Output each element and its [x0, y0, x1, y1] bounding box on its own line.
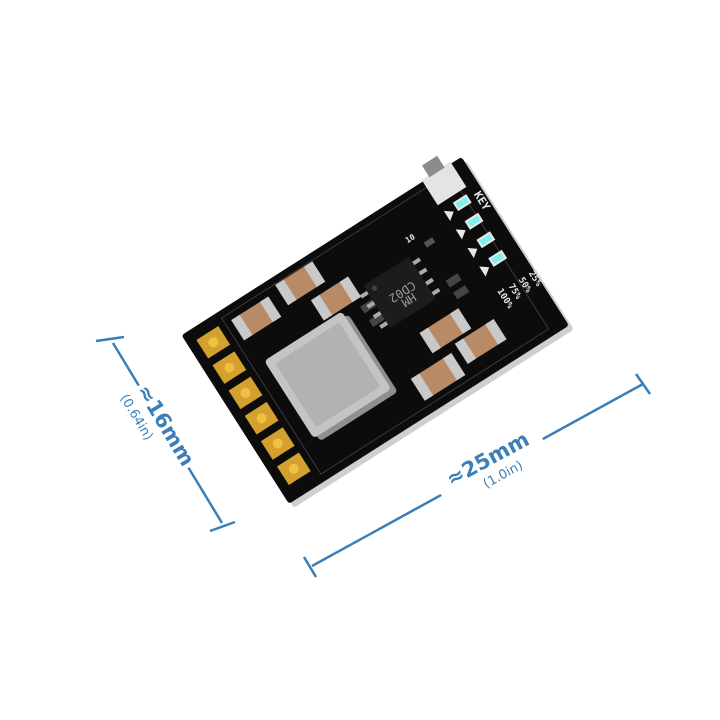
chip-marking-line2: HM	[399, 290, 419, 310]
led-75	[455, 212, 484, 240]
capacitor	[310, 276, 361, 321]
capacitor	[275, 261, 326, 306]
led-indicators	[443, 194, 508, 277]
silk-cap-marking: 10	[404, 232, 417, 245]
solder-pad	[276, 452, 311, 486]
height-tick-bottom	[209, 520, 236, 533]
key-button	[421, 155, 467, 206]
silkscreen-outline	[220, 172, 550, 475]
height-label-bg	[116, 376, 204, 482]
ic-chip: CD02 HM	[359, 257, 441, 329]
capacitor	[231, 296, 282, 341]
capacitor	[454, 318, 507, 364]
pcb-top	[182, 157, 568, 503]
led-50	[467, 231, 496, 259]
width-label-bg	[429, 418, 553, 513]
solder-pad	[212, 351, 247, 384]
solder-pad	[228, 376, 263, 410]
capacitor	[410, 353, 466, 401]
width-tick-left	[302, 556, 318, 578]
inductor	[265, 312, 397, 440]
solder-pad	[196, 326, 231, 359]
capacitor	[419, 308, 472, 354]
led-100	[443, 194, 472, 221]
led-25	[479, 249, 508, 277]
solder-pad	[260, 427, 295, 460]
solder-pads	[196, 326, 311, 486]
pcb-board: CD02 HM KEY 100% 75% 50% 25% 10	[182, 155, 573, 507]
height-tick-top	[95, 335, 125, 343]
solder-pad	[244, 401, 279, 435]
width-tick-right	[634, 373, 652, 395]
